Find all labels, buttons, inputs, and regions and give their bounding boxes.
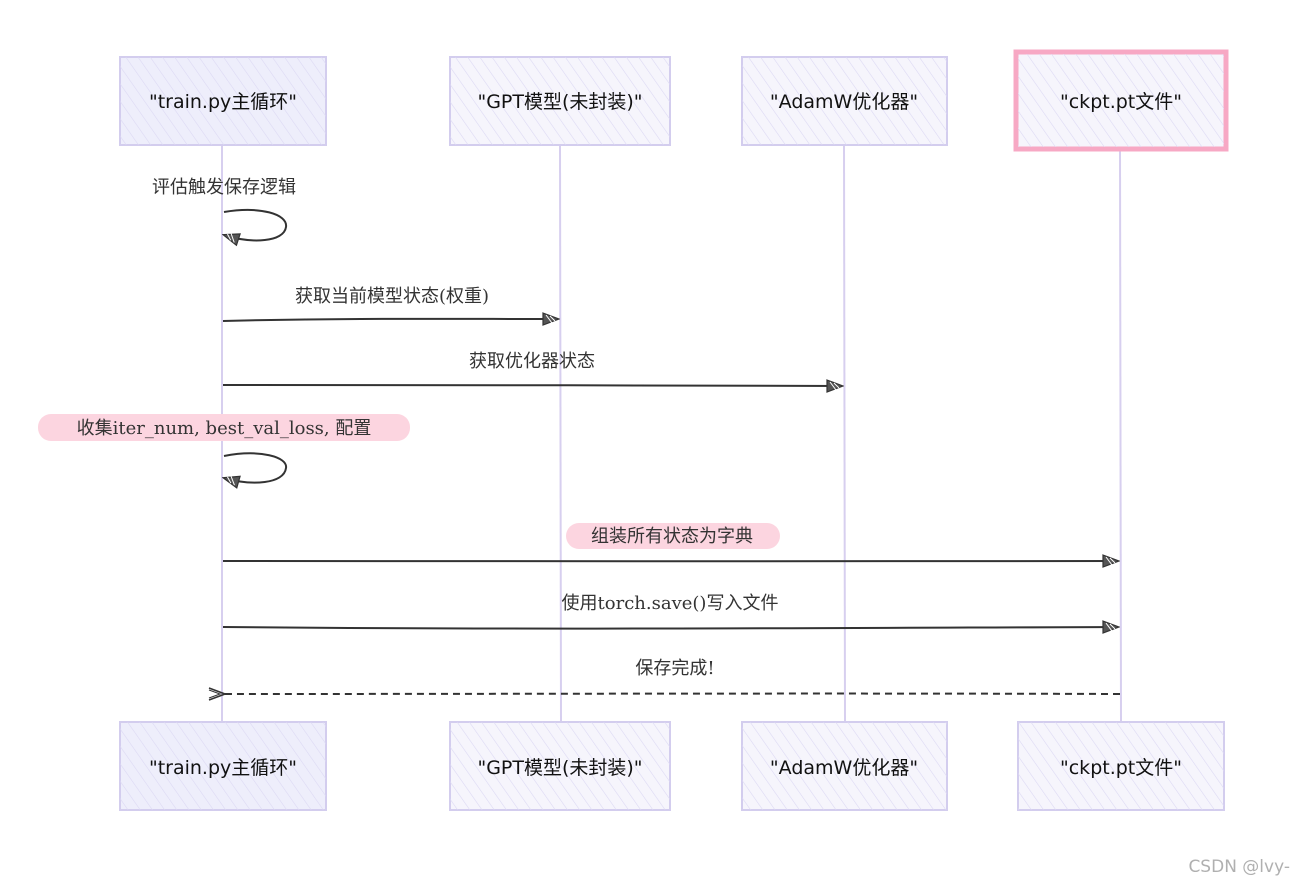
- self-loop-arrow: [224, 452, 287, 482]
- participant-label: "ckpt.pt文件": [1060, 91, 1182, 113]
- participant-label: "ckpt.pt文件": [1060, 757, 1182, 779]
- message-label: 获取优化器状态: [469, 351, 595, 372]
- label-highlight: [38, 414, 410, 441]
- message-self-evaluate: 评估触发保存逻辑: [152, 177, 296, 240]
- message-label: 评估触发保存逻辑: [152, 177, 296, 198]
- participant-label: "train.py主循环": [149, 91, 297, 113]
- participant-ckpt-top: "ckpt.pt文件": [1013, 49, 1229, 152]
- participant-gpt-top: "GPT模型(未封装)": [449, 56, 671, 146]
- participant-train-bottom: "train.py主循环": [119, 721, 327, 811]
- message-torch-save: 使用torch.save()写入文件: [222, 593, 1118, 629]
- lifeline-ckpt: [1119, 149, 1122, 723]
- participant-adamw-top: "AdamW优化器": [741, 56, 948, 146]
- message-arrow: [222, 385, 842, 386]
- participant-label: "AdamW优化器": [770, 757, 918, 779]
- message-save-complete: 保存完成!: [224, 658, 1121, 694]
- message-arrow: [222, 627, 1118, 629]
- participant-adamw-bottom: "AdamW优化器": [741, 721, 948, 811]
- participant-label: "GPT模型(未封装)": [477, 757, 642, 779]
- label-highlight: [566, 523, 780, 549]
- message-label: 使用torch.save()写入文件: [562, 593, 779, 614]
- lifeline-adamw: [843, 144, 846, 723]
- message-get-optimizer-state: 获取优化器状态: [222, 351, 842, 386]
- message-assemble-dict: 组装所有状态为字典: [222, 523, 1118, 561]
- self-loop-arrow: [224, 208, 288, 240]
- message-self-collect: 收集iter_num, best_val_loss, 配置: [38, 414, 410, 483]
- watermark: CSDN @lvy-: [1188, 857, 1290, 877]
- message-label: 获取当前模型状态(权重): [295, 286, 489, 307]
- participant-label: "GPT模型(未封装)": [477, 91, 642, 113]
- participant-label: "AdamW优化器": [770, 91, 918, 113]
- message-label: 收集iter_num, best_val_loss, 配置: [77, 418, 372, 439]
- lifeline-gpt: [559, 144, 562, 723]
- message-label: 组装所有状态为字典: [591, 526, 753, 547]
- message-label: 保存完成!: [635, 658, 714, 679]
- participant-ckpt-bottom: "ckpt.pt文件": [1017, 721, 1225, 811]
- participant-train-top: "train.py主循环": [119, 56, 327, 146]
- message-arrow: [222, 319, 558, 321]
- participant-label: "train.py主循环": [149, 757, 297, 779]
- message-get-model-state: 获取当前模型状态(权重): [222, 286, 558, 321]
- participant-gpt-bottom: "GPT模型(未封装)": [449, 721, 671, 811]
